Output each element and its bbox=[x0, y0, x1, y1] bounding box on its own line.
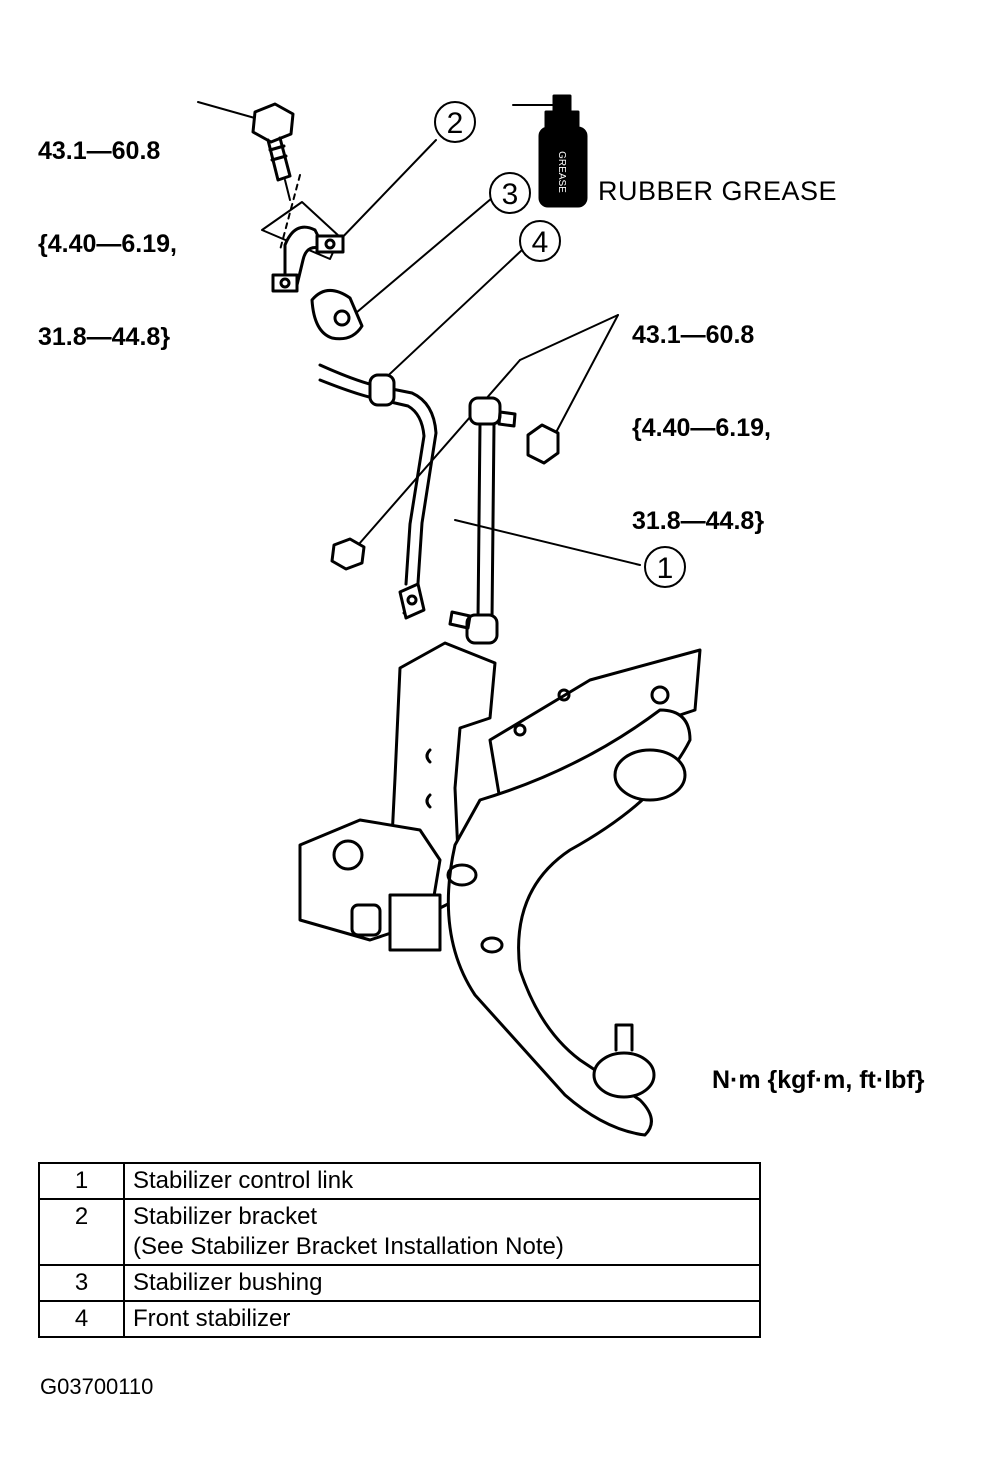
callout-1: 1 bbox=[644, 546, 686, 588]
legend-row: 3 Stabilizer bushing bbox=[38, 1264, 761, 1302]
suspension-exploded-diagram: GREASE 2 3 4 1 bbox=[197, 94, 702, 1137]
lower-control-arm-part bbox=[298, 641, 702, 1137]
torque-line: {4.40—6.19, bbox=[38, 230, 177, 258]
front-stabilizer-part bbox=[318, 363, 438, 620]
torque-spec-right: 43.1—60.8 {4.40—6.19, 31.8—44.8} bbox=[632, 258, 771, 568]
svg-text:2: 2 bbox=[447, 107, 464, 140]
legend-description-line: Front stabilizer bbox=[133, 1305, 291, 1332]
torque-units-label: N·m {kgf·m, ft·lbf} bbox=[712, 1066, 925, 1094]
legend-description-line: Stabilizer bracket bbox=[133, 1203, 318, 1230]
torque-line: 43.1—60.8 bbox=[38, 137, 161, 165]
legend-row: 1 Stabilizer control link bbox=[38, 1162, 761, 1200]
legend-description: Stabilizer bushing bbox=[123, 1264, 761, 1302]
torque-line: 31.8—44.8} bbox=[38, 323, 171, 351]
legend-description-line: Stabilizer control link bbox=[133, 1167, 354, 1194]
bolt-icon bbox=[251, 102, 295, 182]
legend-description-line: (See Stabilizer Bracket Installation Not… bbox=[133, 1233, 564, 1260]
legend-row: 4 Front stabilizer bbox=[38, 1300, 761, 1338]
legend-description-line: Stabilizer bushing bbox=[133, 1269, 323, 1296]
figure-code: G03700110 bbox=[40, 1374, 154, 1399]
legend-number: 1 bbox=[38, 1162, 125, 1200]
rubber-grease-label: RUBBER GREASE bbox=[598, 176, 838, 206]
grease-can-text: GREASE bbox=[556, 151, 567, 193]
legend-row: 2 Stabilizer bracket (See Stabilizer Bra… bbox=[38, 1198, 761, 1266]
torque-line: {4.40—6.19, bbox=[632, 414, 771, 442]
svg-text:3: 3 bbox=[502, 178, 519, 211]
legend-description: Stabilizer control link bbox=[123, 1162, 761, 1200]
parts-legend-table: 1 Stabilizer control link 2 Stabilizer b… bbox=[38, 1162, 761, 1338]
legend-number: 3 bbox=[38, 1264, 125, 1302]
legend-number: 4 bbox=[38, 1300, 125, 1338]
callout-3: 3 bbox=[489, 172, 531, 214]
callout-2: 2 bbox=[434, 101, 476, 143]
svg-text:1: 1 bbox=[657, 552, 674, 585]
nut-icon bbox=[330, 423, 560, 571]
torque-spec-top: 43.1—60.8 {4.40—6.19, 31.8—44.8} bbox=[38, 74, 177, 384]
grease-can-icon: GREASE bbox=[538, 94, 588, 208]
callout-4: 4 bbox=[519, 220, 561, 262]
svg-text:4: 4 bbox=[532, 226, 549, 259]
stabilizer-control-link-part bbox=[448, 396, 517, 645]
legend-number: 2 bbox=[38, 1198, 125, 1266]
stabilizer-bushing-part bbox=[310, 289, 364, 341]
torque-line: 43.1—60.8 bbox=[632, 321, 755, 349]
torque-line: 31.8—44.8} bbox=[632, 507, 765, 535]
legend-description: Stabilizer bracket (See Stabilizer Brack… bbox=[123, 1198, 761, 1266]
stabilizer-bracket-part bbox=[261, 201, 345, 293]
legend-description: Front stabilizer bbox=[123, 1300, 761, 1338]
leader-lines bbox=[197, 101, 641, 566]
